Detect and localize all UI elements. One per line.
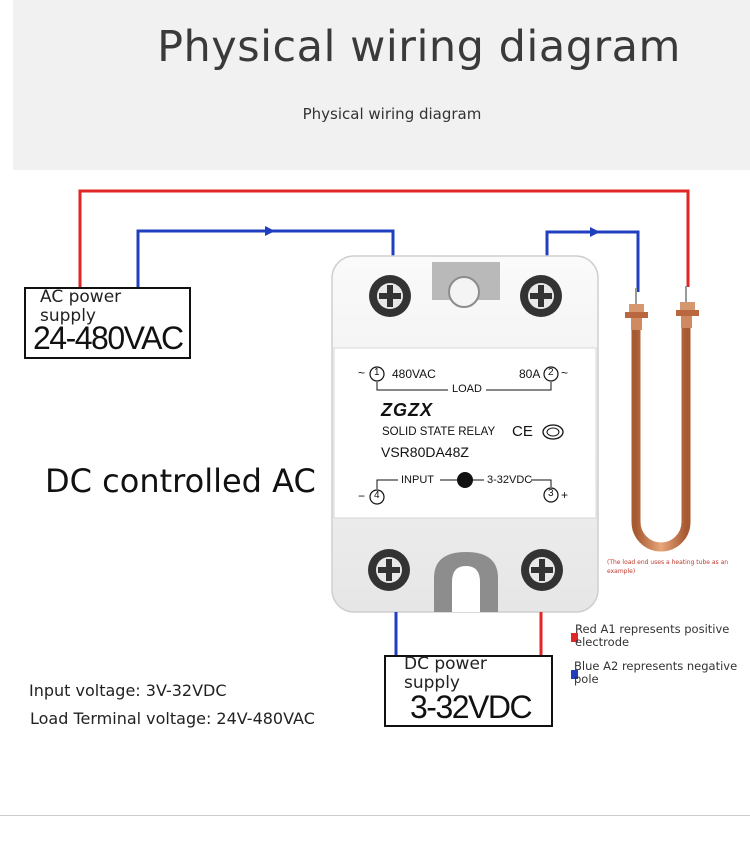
screw-terminal-icon [520, 275, 562, 317]
legend-blue-2: pole [574, 672, 599, 686]
legend-red-2: electrode [575, 635, 630, 649]
diagram-caption: DC controlled AC [45, 462, 316, 500]
solid-state-relay [331, 255, 599, 613]
spec-load-voltage: Load Terminal voltage: 24V-480VAC [30, 709, 315, 728]
relay-load-label: LOAD [452, 383, 482, 395]
terminal-1-number: 1 [374, 367, 380, 378]
dc-supply-label-2: supply [404, 673, 460, 693]
terminal-3-number: 3 [548, 488, 554, 499]
relay-input-range: 3-32VDC [487, 474, 533, 486]
terminal-2-tilde: ~ [561, 366, 569, 380]
ccc-mark-icon [542, 424, 564, 440]
spec-input-voltage: Input voltage: 3V-32VDC [29, 681, 227, 700]
ac-supply-label: AC power [40, 287, 122, 307]
dc-supply-voltage: 3-32VDC [410, 689, 533, 725]
relay-current-rating: 80A [519, 367, 541, 381]
screw-terminal-icon [521, 549, 563, 591]
relay-model: VSR80DA48Z [381, 444, 469, 460]
ce-mark-icon: CE [512, 423, 533, 440]
legend-blue: Blue A2 represents negative [574, 659, 738, 673]
load-note: (The load end uses a heating tube as an [607, 559, 729, 566]
terminal-1-tilde: ~ [358, 366, 366, 380]
ac-supply-box [24, 287, 191, 359]
bottom-divider [0, 815, 750, 816]
ac-supply-voltage: 24-480VAC [33, 320, 184, 356]
arrow-right-icon [265, 226, 275, 236]
dc-supply-label: DC power [404, 654, 487, 674]
screw-terminal-icon [369, 275, 411, 317]
terminal-4-number: 4 [374, 490, 380, 501]
terminal-4-minus: − [358, 489, 366, 503]
relay-brand: ZGZX [381, 400, 433, 420]
page-title: Physical wiring diagram [157, 22, 681, 72]
relay-voltage-rating: 480VAC [392, 367, 436, 381]
header-band [13, 0, 750, 170]
heating-tube-icon [625, 286, 699, 552]
dc-supply-box [384, 655, 553, 727]
relay-input-label: INPUT [401, 474, 434, 486]
screw-terminal-icon [368, 549, 410, 591]
relay-type: SOLID STATE RELAY [382, 426, 496, 438]
indicator-led-icon [457, 472, 473, 488]
page-subtitle: Physical wiring diagram [302, 105, 482, 123]
ac-supply-label-2: supply [40, 306, 96, 326]
legend-red-marker [571, 633, 578, 642]
load-note-2: example) [607, 568, 636, 575]
terminal-3-plus: + [561, 488, 569, 502]
legend-red: Red A1 represents positive [575, 622, 730, 636]
arrow-right-icon [590, 227, 600, 237]
ac-positive-wire [78, 189, 690, 288]
terminal-2-number: 2 [548, 367, 554, 378]
legend-blue-marker [571, 670, 578, 679]
